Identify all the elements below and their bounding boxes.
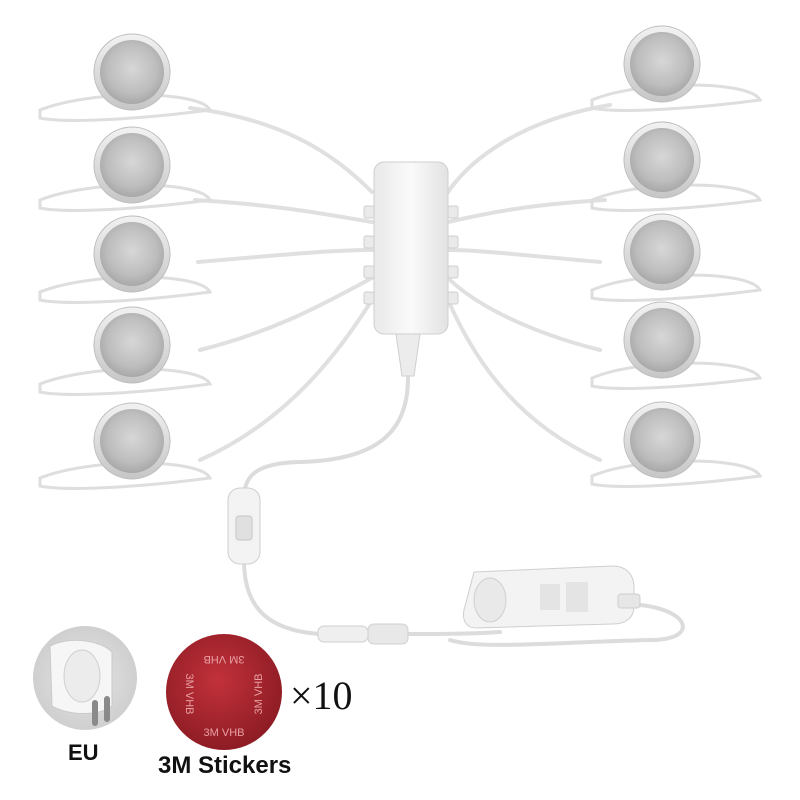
eu-plug-badge	[33, 626, 137, 730]
sticker-print-top: 3M VHB	[204, 653, 245, 665]
dc-connector	[317, 623, 409, 645]
lamp-right-5	[590, 401, 763, 488]
inline-switch	[227, 487, 261, 565]
sticker-3m: 3M VHB 3M VHB 3M VHB 3M VHB	[166, 634, 282, 750]
lamp-right-1	[590, 25, 763, 112]
eu-plug-label: EU	[68, 740, 99, 765]
sticker-print-bottom: 3M VHB	[204, 727, 245, 739]
lamp-left-5	[38, 402, 213, 490]
lamp-left-4	[38, 306, 213, 396]
lamp-right-2	[590, 121, 763, 212]
sticker-print-left: 3M VHB	[183, 674, 195, 715]
sticker-print-right: 3M VHB	[253, 674, 265, 715]
lamp-left-1	[38, 33, 213, 122]
power-cable	[242, 376, 685, 647]
sticker-count: ×10	[290, 673, 353, 718]
power-adapter	[463, 565, 641, 629]
lamp-left-3	[38, 215, 213, 304]
lamp-right-4	[590, 301, 763, 390]
lamp-left-2	[38, 126, 213, 212]
lamp-right-3	[590, 213, 763, 302]
lamp-cables	[188, 103, 612, 462]
junction-hub	[363, 161, 459, 377]
stickers-label: 3M Stickers	[158, 752, 292, 779]
